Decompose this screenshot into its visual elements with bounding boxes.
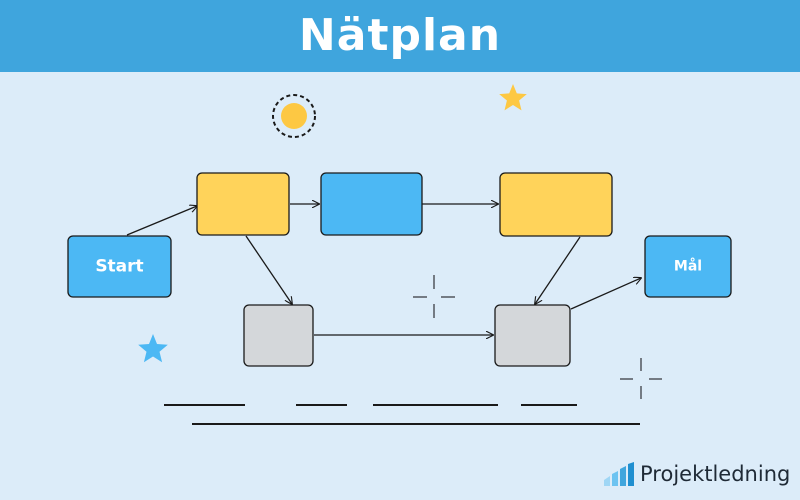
sparkle-icon [620,358,662,399]
header-bar: Nätplan [0,0,800,72]
node-gray-1 [243,304,314,367]
node-goal-label: Mål [674,258,702,275]
star-icon [138,334,168,363]
connector-start-to-yellow-1 [126,206,197,236]
star-icon [499,84,527,111]
node-start: Start [67,235,172,298]
node-yellow-2 [499,172,613,237]
decorative-lines [164,404,640,425]
connector-yellow-2-to-gray-2 [535,236,581,304]
brand-name: Projektledning [640,461,791,486]
brand-logo: Projektledning [604,462,790,486]
connectors [126,204,641,335]
node-start-label: Start [95,257,143,277]
connector-gray-2-to-goal [570,278,641,310]
sparkle-icon [413,275,455,318]
connector-yellow-1-to-gray-1 [245,235,292,304]
node-gray-2 [494,304,571,367]
bar-chart-logo-icon [604,462,634,486]
node-blue [320,172,423,236]
page-title: Nätplan [298,10,502,61]
node-yellow-1 [196,172,290,236]
node-goal: Mål [644,235,732,298]
sun-icon [272,94,316,138]
